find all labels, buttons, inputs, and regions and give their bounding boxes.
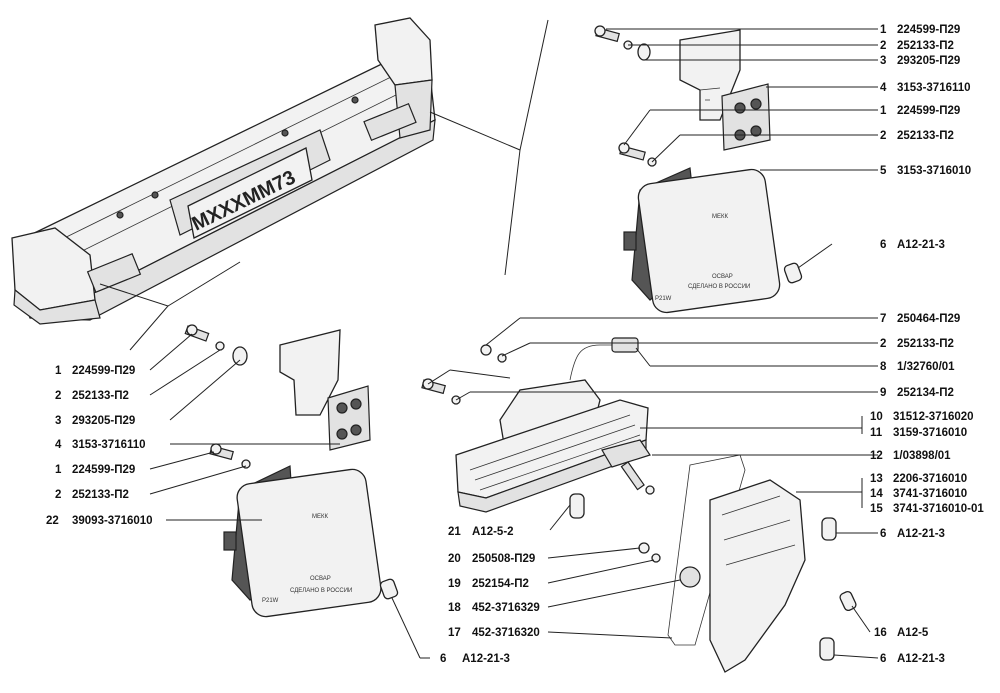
callout-num: 3 — [880, 55, 886, 67]
callout-num: 9 — [880, 387, 886, 399]
callout-num: 1 — [55, 365, 62, 377]
callout-code: А12-5-2 — [472, 526, 514, 538]
callout-num: 5 — [880, 165, 887, 177]
callout-code: 2206-3716010 — [893, 473, 967, 485]
callout-code: 224599-П29 — [72, 464, 135, 476]
callout-code: 1/32760/01 — [897, 361, 955, 373]
lamp-origin: СДЕЛАНО В РОССИИ — [688, 284, 750, 290]
callout-code: 39093-3716010 — [72, 515, 153, 527]
callout-num: 13 — [870, 473, 883, 485]
callout-num: 6 — [880, 239, 886, 251]
callout-code: 3159-3716010 — [893, 427, 967, 439]
callout-code: 452-3716320 — [472, 627, 540, 639]
bulb-icon — [783, 262, 803, 284]
callout-code: 3741-3716010 — [893, 488, 967, 500]
lamp-bulb-type: P21W — [655, 296, 672, 302]
callout-code: А12-21-3 — [897, 239, 945, 251]
callout-code: 1/03898/01 — [893, 450, 951, 462]
callout-num: 11 — [870, 427, 883, 439]
callout-num: 2 — [55, 489, 61, 501]
leader-lines — [149, 28, 879, 659]
callout-num: 4 — [880, 82, 887, 94]
lamp-left-origin: СДЕЛАНО В РОССИИ — [290, 588, 352, 594]
callout-labels: 1 224599-П29 2 252133-П2 3 293205-П29 4 … — [46, 24, 984, 665]
callout-code: 293205-П29 — [897, 55, 960, 67]
screw-top-1-icon — [594, 25, 620, 43]
callout-num: 20 — [448, 553, 461, 565]
washer-flat-icon — [637, 43, 651, 61]
fog-lamp-assembly-top: МЕКК P21W ОСВАР СДЕЛАНО В РОССИИ — [594, 25, 781, 314]
callout-code: 252154-П2 — [472, 578, 529, 590]
callout-num: 19 — [448, 578, 461, 590]
callout-num: 2 — [55, 390, 61, 402]
bulb-right-2-icon — [839, 590, 857, 612]
lamp-brand: МЕКК — [712, 214, 728, 220]
callout-num: 2 — [880, 338, 886, 350]
callout-code: 3153-3716110 — [897, 82, 971, 94]
callout-code: 31512-3716020 — [893, 411, 974, 423]
callout-num: 14 — [870, 488, 883, 500]
callout-num: 8 — [880, 361, 887, 373]
callout-code: 250464-П29 — [897, 313, 960, 325]
callout-code: 224599-П29 — [72, 365, 135, 377]
callout-code: 252133-П2 — [72, 390, 129, 402]
callout-num: 3 — [55, 415, 61, 427]
callout-num: 16 — [874, 627, 887, 639]
callout-num: 21 — [448, 526, 461, 538]
callout-code: 293205-П29 — [72, 415, 135, 427]
callout-num: 7 — [880, 313, 886, 325]
callout-num: 2 — [880, 40, 886, 52]
callout-code: А12-21-3 — [897, 528, 945, 540]
rear-lamp-assembly — [421, 337, 806, 673]
callout-code: 252133-П2 — [897, 40, 954, 52]
callout-num: 4 — [55, 439, 62, 451]
bulb-left-icon — [379, 578, 399, 600]
callout-num: 18 — [448, 602, 461, 614]
callout-code: 252133-П2 — [897, 130, 954, 142]
callout-code: А12-21-3 — [897, 653, 945, 665]
callout-num: 10 — [870, 411, 883, 423]
lamp-left-maker: ОСВАР — [310, 576, 331, 582]
fog-lamp-assembly-left: МЕКК P21W ОСВАР СДЕЛАНО В РОССИИ — [184, 324, 382, 618]
bulb-right-1-icon — [821, 517, 837, 541]
callout-code: 224599-П29 — [897, 105, 960, 117]
lamp-left-bulb-type: P21W — [262, 598, 279, 604]
callout-code: 3741-3716010-01 — [893, 503, 984, 515]
callout-num: 6 — [880, 528, 886, 540]
bulb-right-3-icon — [819, 637, 835, 661]
callout-code: 452-3716329 — [472, 602, 540, 614]
callout-code: 252134-П2 — [897, 387, 954, 399]
callout-num: 22 — [46, 515, 59, 527]
callout-num: 1 — [880, 24, 887, 36]
callout-num: 15 — [870, 503, 883, 515]
callout-num: 12 — [870, 450, 883, 462]
callout-code: 3153-3716110 — [72, 439, 146, 451]
lamp-left-brand: МЕКК — [312, 514, 328, 520]
callout-num: 2 — [880, 130, 886, 142]
callout-code: 250508-П29 — [472, 553, 535, 565]
callout-num: 1 — [880, 105, 887, 117]
callout-num: 6 — [880, 653, 886, 665]
callout-code: А12-5 — [897, 627, 929, 639]
callout-num: 1 — [55, 464, 62, 476]
callout-code: 252133-П2 — [897, 338, 954, 350]
callout-num: 6 — [440, 653, 446, 665]
rear-bumper — [11, 17, 436, 325]
callout-code: 252133-П2 — [72, 489, 129, 501]
callout-num: 17 — [448, 627, 461, 639]
callout-code: 3153-3716010 — [897, 165, 971, 177]
callout-code: А12-21-3 — [462, 653, 510, 665]
callout-code: 224599-П29 — [897, 24, 960, 36]
lamp-maker: ОСВАР — [712, 274, 733, 280]
